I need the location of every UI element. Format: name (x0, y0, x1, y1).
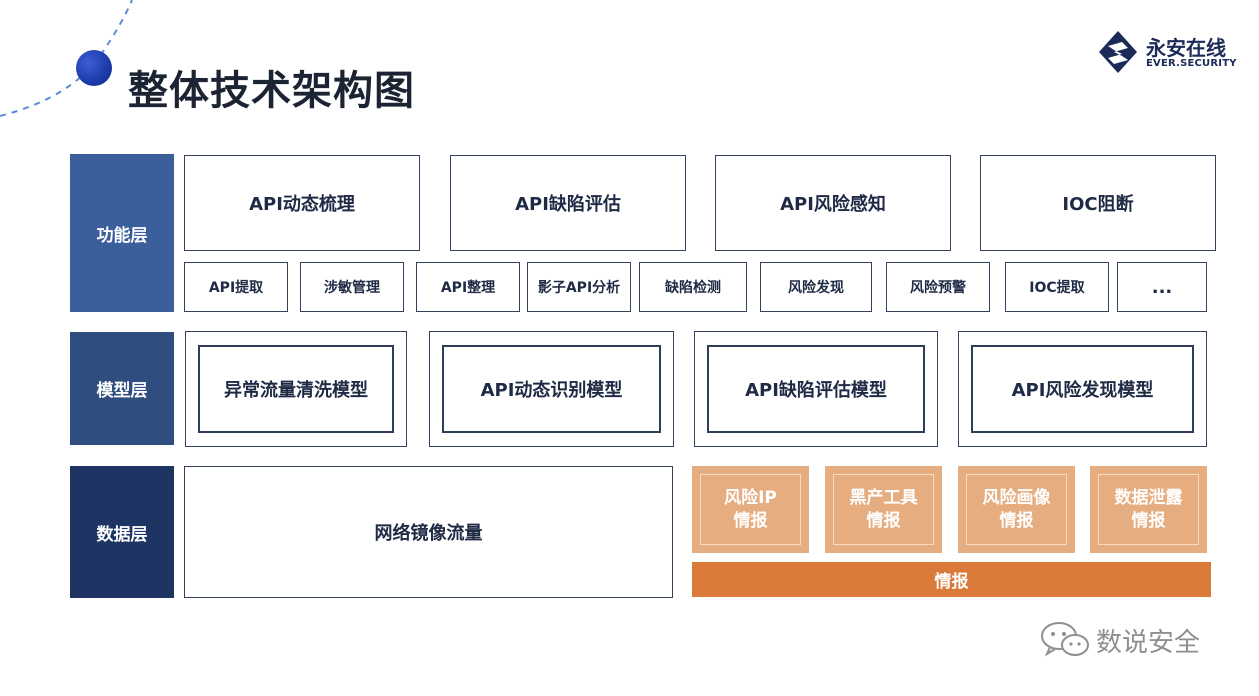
capability-more: ... (1117, 262, 1207, 312)
model-card: 异常流量清洗模型 (185, 331, 407, 447)
model-api-defect-assessment: API缺陷评估模型 (707, 345, 925, 433)
wechat-icon (1041, 622, 1089, 657)
network-mirror-traffic: 网络镜像流量 (184, 466, 673, 598)
watermark-text: 数说安全 (1096, 627, 1201, 658)
module-api-defect-assessment: API缺陷评估 (450, 155, 686, 251)
intel-source-line2: 情报 (1131, 510, 1166, 531)
capability-shadow-api-analysis: 影子API分析 (527, 262, 631, 312)
module-api-risk-perception: API风险感知 (715, 155, 951, 251)
model-api-risk-discovery: API风险发现模型 (971, 345, 1194, 433)
capability-api-organize: API整理 (416, 262, 520, 312)
title-bullet-dot (76, 50, 112, 86)
intel-source-line2: 情报 (866, 510, 901, 531)
intel-source-line2: 情报 (733, 510, 768, 531)
model-card: API风险发现模型 (958, 331, 1207, 447)
capability-ioc-extract: IOC提取 (1005, 262, 1109, 312)
model-api-dynamic-recognition: API动态识别模型 (442, 345, 661, 433)
intel-bar: 情报 (692, 562, 1211, 597)
intel-source-line1: 风险IP (724, 487, 777, 508)
page-title: 整体技术架构图 (128, 68, 415, 114)
data-layer-label: 数据层 (70, 466, 174, 598)
model-card: API缺陷评估模型 (694, 331, 938, 447)
logo-name-en: EVER.SECURITY (1146, 58, 1237, 69)
module-api-dynamic-sorting: API动态梳理 (184, 155, 420, 251)
capability-api-extract: API提取 (184, 262, 288, 312)
function-layer-label: 功能层 (70, 154, 174, 312)
model-card: API动态识别模型 (429, 331, 674, 447)
model-layer-label: 模型层 (70, 332, 174, 445)
intel-source-line1: 黑产工具 (849, 487, 918, 508)
capability-risk-warning: 风险预警 (886, 262, 990, 312)
logo-name-cn: 永安在线 (1146, 36, 1226, 60)
capability-defect-detection: 缺陷检测 (639, 262, 747, 312)
intel-source-line1: 数据泄露 (1114, 487, 1183, 508)
capability-sensitive-management: 涉敏管理 (300, 262, 404, 312)
company-logo: 永安在线 EVER.SECURITY (1098, 30, 1238, 76)
intel-source-line1: 风险画像 (982, 487, 1051, 508)
intel-source-line2: 情报 (999, 510, 1034, 531)
intel-source-risk-profile: 风险画像情报 (958, 466, 1075, 553)
intel-source-data-leak: 数据泄露情报 (1090, 466, 1207, 553)
module-ioc-blocking: IOC阻断 (980, 155, 1216, 251)
logo-mark-icon (1099, 31, 1137, 73)
watermark: 数说安全 (1040, 620, 1200, 660)
intel-source-blackmarket-tools: 黑产工具情报 (825, 466, 942, 553)
model-abnormal-traffic-cleaning: 异常流量清洗模型 (198, 345, 394, 433)
capability-risk-discovery: 风险发现 (760, 262, 872, 312)
